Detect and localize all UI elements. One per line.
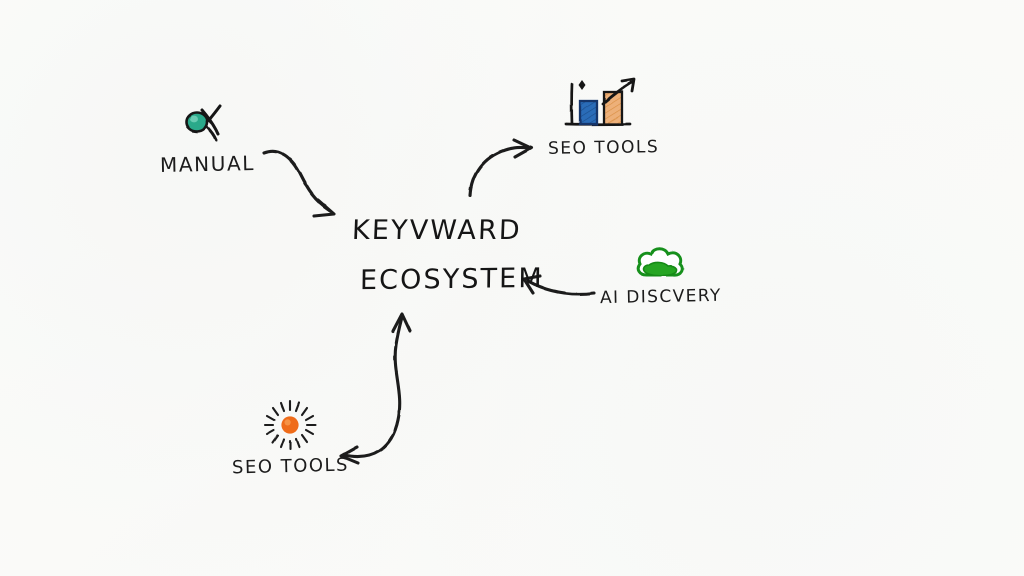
node-manual[interactable]: MANUAL [159,96,256,177]
hub-line-1: KEYVWARD [351,215,523,246]
bar-chart-growth-icon [548,74,659,136]
node-seo-tools-chart-label: SEO TOOLS [547,137,660,159]
node-ai-discovery-label: AI DISCVERY [599,285,722,309]
connector-hub-to-seo-chart [468,138,533,198]
node-seo-tools-sun[interactable]: SEO TOOLS [231,398,350,479]
hub-line-2: ECOSYSTEM [359,262,544,297]
connector-seo-sun-hub [339,312,412,465]
node-seo-tools-sun-label: SEO TOOLS [231,454,350,479]
magnifier-sketch-icon [160,96,255,148]
sunburst-icon [232,398,349,452]
node-manual-label: MANUAL [159,151,256,177]
hub-keyword-ecosystem: KEYVWARD ECOSYSTEM [351,206,544,304]
connector-manual-to-hub [262,149,336,218]
cloud-icon [600,244,722,284]
node-ai-discovery[interactable]: AI DISCVERY [599,244,722,309]
node-seo-tools-chart[interactable]: SEO TOOLS [547,74,660,159]
connector-ai-to-hub [522,274,596,296]
